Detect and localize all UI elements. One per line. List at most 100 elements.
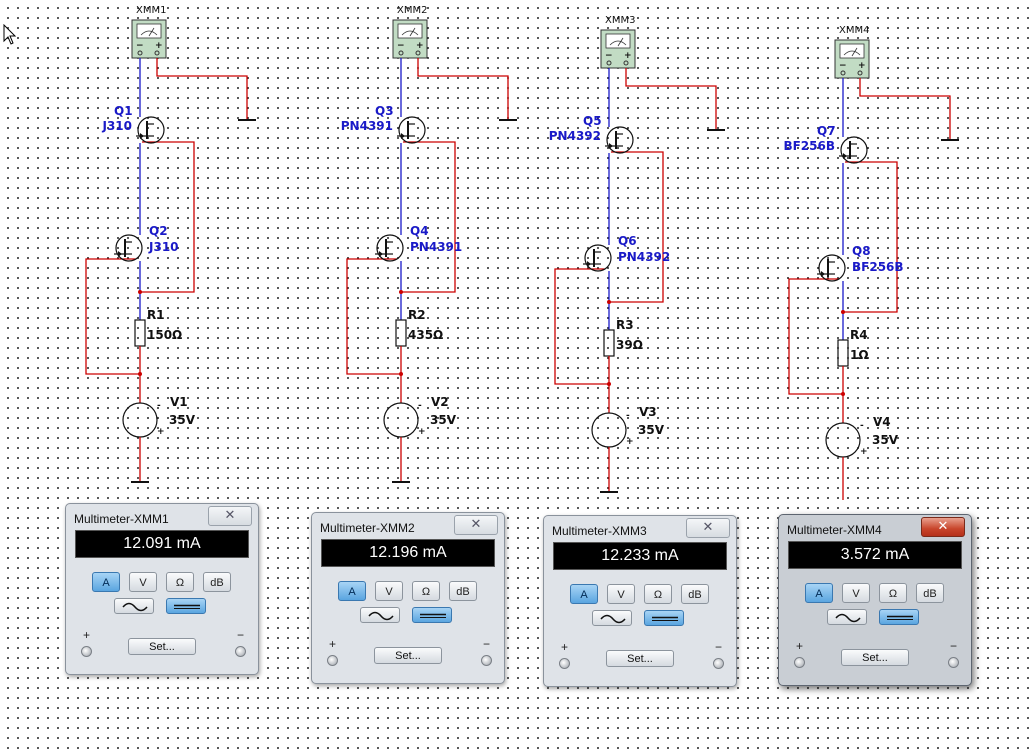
negative-terminal[interactable] [948,657,959,668]
multimeter-window-xmm4[interactable]: Multimeter-XMM4 ✕ 3.572 mA A V Ω dB + − … [778,514,972,686]
voltage-source-symbol[interactable]: -+ [122,401,165,438]
jfet-upper[interactable] [605,126,634,154]
ohm-mode-button[interactable]: Ω [412,581,440,601]
ohm-mode-button[interactable]: Ω [644,584,672,604]
ohm-mode-button[interactable]: Ω [879,583,907,603]
meter-ref-label: XMM3 [605,15,635,26]
multimeter-reading: 3.572 mA [788,541,962,569]
set-button[interactable]: Set... [841,649,909,666]
dc-mode-button[interactable] [879,609,919,625]
lower-gate-wire[interactable] [554,268,609,385]
volt-mode-button[interactable]: V [129,572,157,592]
volt-mode-button[interactable]: V [842,583,870,603]
positive-terminal[interactable] [81,646,92,657]
volt-mode-button[interactable]: V [375,581,403,601]
close-button[interactable]: ✕ [454,515,498,535]
ohm-mode-button[interactable]: Ω [166,572,194,592]
amp-mode-button[interactable]: A [805,583,833,603]
voltage-source-symbol[interactable]: -+ [591,411,634,448]
db-mode-button[interactable]: dB [203,572,231,592]
multimeter-title: Multimeter-XMM3 [552,524,647,538]
positive-terminal[interactable] [327,655,338,666]
jfet-lower[interactable] [114,234,143,262]
resistor-value-label: 1Ω [850,348,869,362]
q-lower-model-label: BF256B [852,260,904,274]
svg-text:+: + [860,447,868,457]
q-upper-model-label: BF256B [783,139,835,153]
voltage-source-symbol[interactable]: -+ [825,421,868,458]
svg-text:−: − [136,41,144,51]
resistor-symbol[interactable] [134,319,146,347]
multimeter-window-xmm2[interactable]: Multimeter-XMM2 ✕ 12.196 mA A V Ω dB + −… [311,512,505,684]
dc-mode-button[interactable] [166,598,206,614]
negative-terminal[interactable] [713,658,724,669]
multimeter-symbol[interactable]: −+ [392,19,428,59]
multimeter-symbol[interactable]: −+ [834,39,870,79]
amp-mode-button[interactable]: A [92,572,120,592]
q-upper-model-label: PN4391 [341,119,393,133]
jfet-upper[interactable] [136,116,165,144]
negative-terminal[interactable] [235,646,246,657]
resistor-symbol[interactable] [603,329,615,357]
multimeter-window-xmm1[interactable]: Multimeter-XMM1 ✕ 12.091 mA A V Ω dB + −… [65,503,259,675]
lower-gate-wire[interactable] [346,258,401,375]
amp-mode-button[interactable]: A [570,584,598,604]
dc-line-icon [652,616,678,621]
dc-mode-button[interactable] [412,607,452,623]
close-button[interactable]: ✕ [921,517,965,537]
resistor-symbol[interactable] [395,319,407,347]
jfet-upper[interactable] [397,116,426,144]
set-button[interactable]: Set... [606,650,674,667]
multimeter-title: Multimeter-XMM4 [787,523,882,537]
multimeter-window-xmm3[interactable]: Multimeter-XMM3 ✕ 12.233 mA A V Ω dB + −… [543,515,737,687]
positive-terminal[interactable] [794,657,805,668]
jfet-lower[interactable] [583,244,612,272]
amp-mode-button[interactable]: A [338,581,366,601]
set-button[interactable]: Set... [374,647,442,664]
meter-ground-wire[interactable] [417,58,509,120]
source-value-label: 35V [430,413,457,427]
upper-gate-wire[interactable] [609,151,664,303]
negative-terminal[interactable] [481,655,492,666]
resistor-symbol[interactable] [837,339,849,367]
positive-terminal[interactable] [559,658,570,669]
voltage-source-symbol[interactable]: -+ [383,401,426,438]
positive-terminal-label: + [329,637,337,651]
ac-mode-button[interactable] [114,598,154,614]
upper-gate-wire[interactable] [140,141,195,293]
negative-terminal-label: − [236,628,244,642]
multimeter-symbol[interactable]: −+ [600,29,636,69]
ac-mode-button[interactable] [592,610,632,626]
multimeter-reading: 12.196 mA [321,539,495,567]
meter-ground-wire[interactable] [859,78,951,140]
upper-gate-wire[interactable] [843,161,898,313]
dc-line-icon [420,613,446,618]
negative-terminal-label: − [949,639,957,653]
multimeter-symbol[interactable]: −+ [131,19,167,59]
lower-gate-wire[interactable] [788,278,843,395]
jfet-lower[interactable] [817,254,846,282]
multimeter-title: Multimeter-XMM2 [320,521,415,535]
dc-mode-button[interactable] [644,610,684,626]
ac-mode-button[interactable] [360,607,400,623]
db-mode-button[interactable]: dB [449,581,477,601]
meter-ground-wire[interactable] [156,58,248,120]
ac-mode-button[interactable] [827,609,867,625]
jfet-lower[interactable] [375,234,404,262]
positive-terminal-label: + [796,639,804,653]
close-button[interactable]: ✕ [208,506,252,526]
db-mode-button[interactable]: dB [681,584,709,604]
q-upper-ref-label: Q7 [817,124,836,138]
jfet-upper[interactable] [839,136,868,164]
db-mode-button[interactable]: dB [916,583,944,603]
close-button[interactable]: ✕ [686,518,730,538]
upper-gate-wire[interactable] [401,141,456,293]
meter-ground-wire[interactable] [625,68,717,130]
set-button[interactable]: Set... [128,638,196,655]
dc-line-icon [174,604,200,609]
lower-gate-wire[interactable] [85,258,140,375]
volt-mode-button[interactable]: V [607,584,635,604]
